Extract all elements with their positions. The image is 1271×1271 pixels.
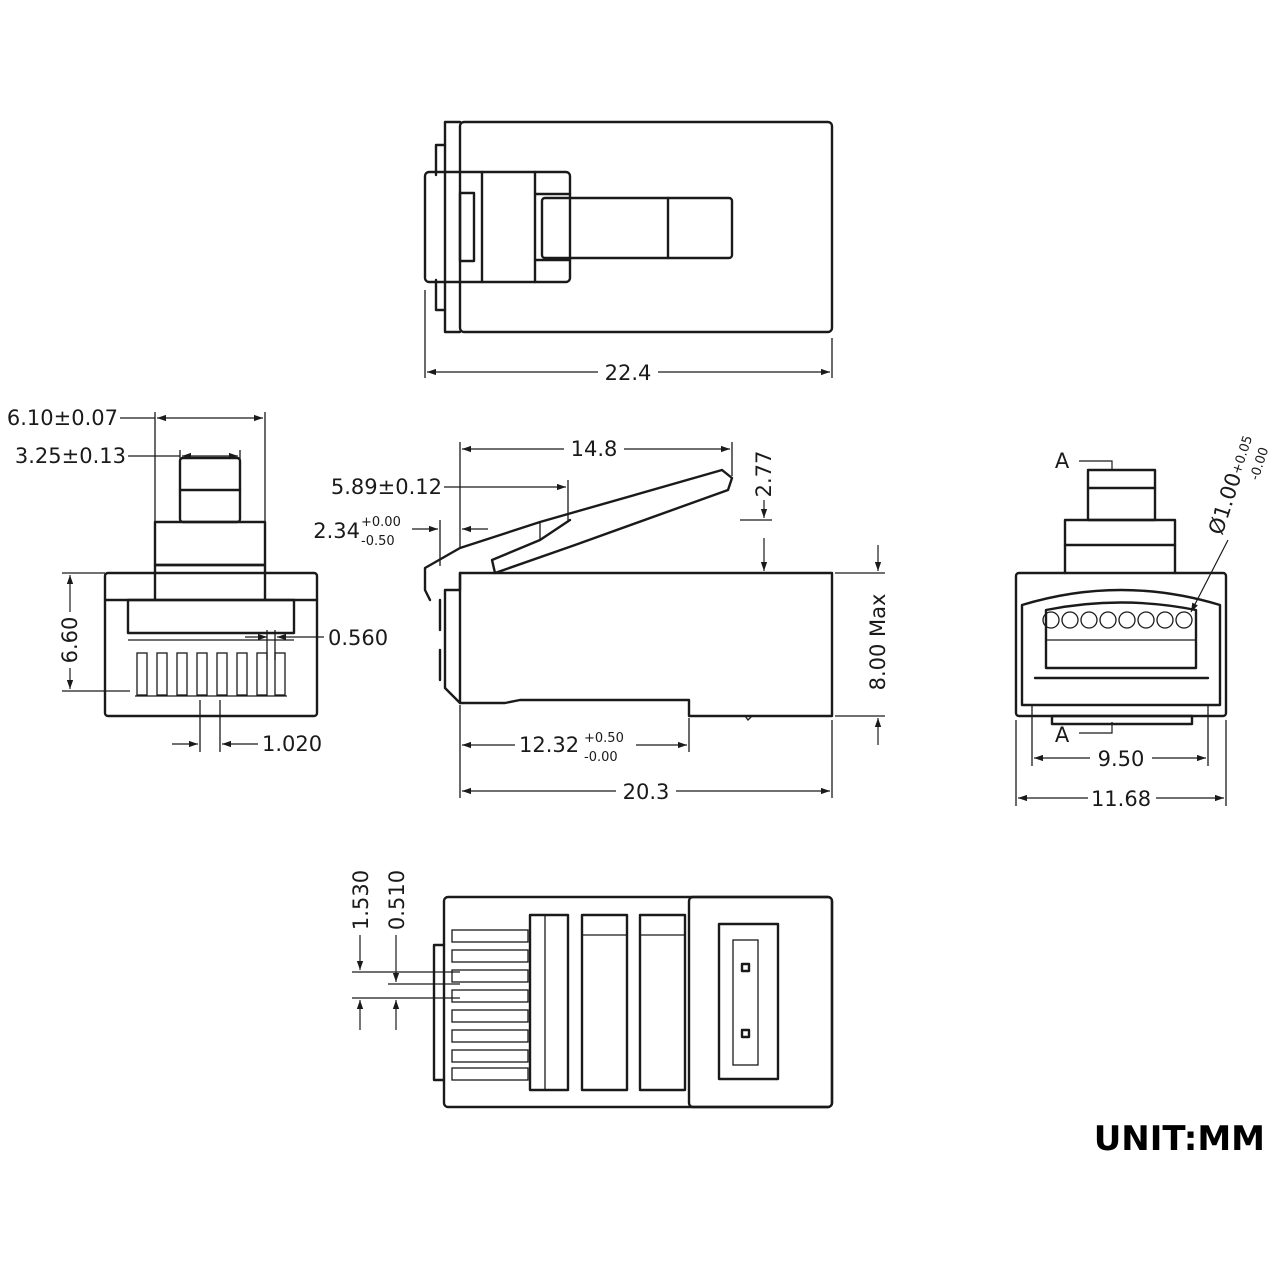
dim-latch-length: 14.8 [571,437,618,461]
dim-inner-width: 9.50 [1098,747,1145,771]
unit-label: UNIT:MM [1094,1119,1265,1159]
dim-hole-diameter: Ø1.00 [1204,470,1246,538]
rear-contact-holes [1042,611,1193,629]
dim-latch-step: 2.34 [313,519,360,543]
section-marker-top: A [1055,449,1070,473]
side-view: 14.8 5.89±0.12 2.34 +0.00 -0.50 2.77 8.0… [313,437,890,804]
bottom-view: 1.530 0.510 [349,870,834,1109]
dim-opening-depth-tol-minus: -0.00 [584,750,618,765]
dim-opening-depth: 12.32 [519,733,579,757]
top-view: 22.4 [423,120,834,385]
dim-opening-depth-tol-plus: +0.50 [584,731,624,746]
dim-tab-inner-width: 3.25±0.13 [15,444,126,468]
front-contacts [135,652,287,697]
dim-front-height: 6.60 [58,617,82,664]
front-view: 6.10±0.07 3.25±0.13 6.60 0.560 1.020 [7,406,388,756]
dim-overall-length: 22.4 [605,361,652,385]
dim-latch-height: 2.77 [752,451,776,498]
dim-latch-step-tol-minus: -0.50 [361,534,395,549]
bottom-contacts [451,929,529,1081]
rear-view: A A Ø1.00 +0.05 -0.00 9.50 11.68 [1014,434,1271,811]
dim-max-height: 8.00 Max [866,594,890,691]
dim-contact-gap: 0.560 [328,626,388,650]
dim-contact-pitch: 1.020 [262,732,322,756]
dim-body-length: 20.3 [623,780,670,804]
dim-contact-width: 0.510 [385,870,409,930]
section-marker-bottom: A [1055,723,1070,747]
dim-latch-step-tol-plus: +0.00 [361,515,401,530]
dim-latch-offset: 5.89±0.12 [331,475,442,499]
dim-outer-width: 11.68 [1091,787,1151,811]
dim-tab-outer-width: 6.10±0.07 [7,406,118,430]
dim-contact-length: 1.530 [349,870,373,930]
